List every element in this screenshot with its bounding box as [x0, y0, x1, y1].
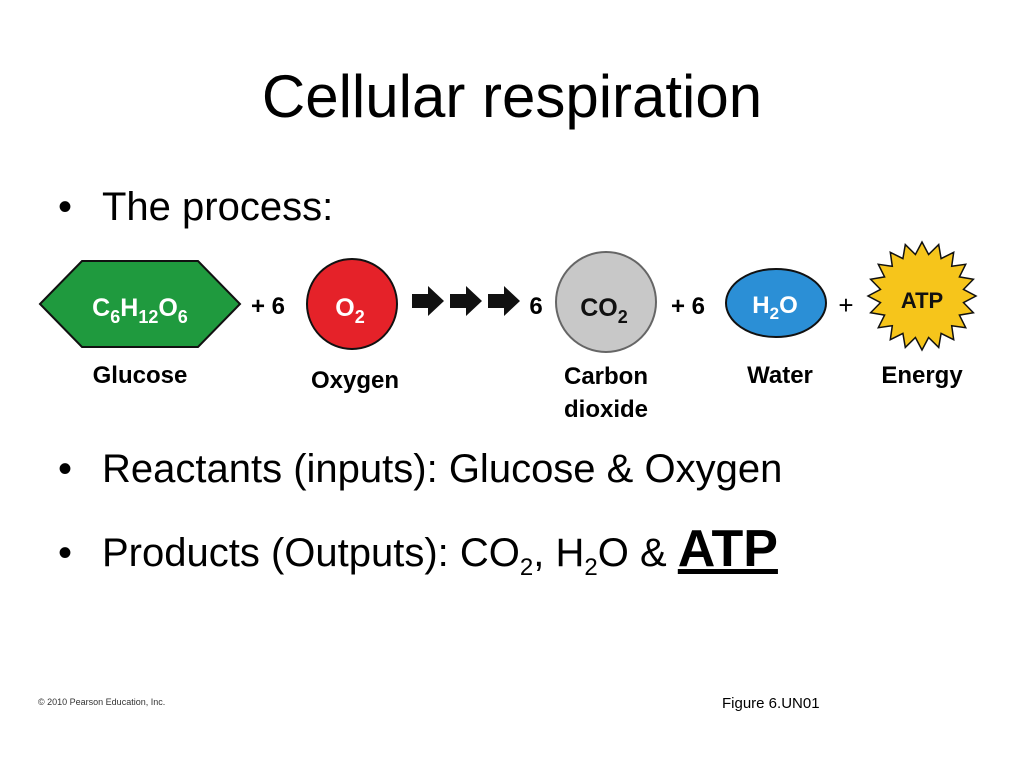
products-atp: ATP [677, 520, 778, 578]
glucose-formula: C6H12O6 [92, 294, 188, 327]
oxygen-formula: O2 [335, 294, 364, 327]
co2-label-line2: dioxide [563, 396, 648, 423]
water-formula: H2O [752, 292, 797, 323]
products-sub-h2o: 2 [584, 554, 598, 581]
water-ellipse [725, 268, 827, 338]
figure-reference: Figure 6.UN01 [722, 695, 820, 712]
energy-label: Energy [881, 362, 963, 389]
products-mid1: , H [533, 531, 585, 575]
glucose-hexagon [38, 260, 242, 348]
products-mid2: O & [597, 531, 678, 575]
atp-label: ATP [901, 288, 943, 313]
bullet-process: • The process: [58, 183, 333, 231]
oxygen-label: Oxygen [310, 367, 400, 394]
bullet-process-text: The process: [102, 185, 334, 229]
co2-formula: CO2 [580, 294, 628, 327]
products-prefix: Products (Outputs): CO [102, 531, 520, 575]
bullet-products: •Products (Outputs): CO2, H2O & ATP [58, 523, 778, 592]
slide-title: Cellular respiration [261, 63, 763, 130]
coefficient-water: + 6 [671, 293, 705, 320]
respiration-equation-diagram: C6H12O6 + 6 O2 6 CO2 + 6 H2O [0, 236, 1024, 436]
water-label: Water [747, 362, 813, 389]
oxygen-circle [306, 258, 398, 350]
copyright-notice: © 2010 Pearson Education, Inc. [38, 697, 166, 707]
atp-starburst [866, 240, 978, 352]
coefficient-oxygen: + 6 [251, 293, 285, 320]
bullet-dot: • [58, 185, 73, 229]
glucose-label: Glucose [92, 362, 188, 389]
right-arrow-icon [488, 286, 520, 316]
bullet-reactants: • Reactants (inputs): Glucose & Oxygen [58, 445, 782, 493]
equation-svg: C6H12O6 + 6 O2 6 CO2 + 6 H2O [38, 240, 978, 353]
right-arrow-icon [412, 286, 444, 316]
bullet-dot: • [58, 531, 73, 575]
co2-circle [555, 251, 657, 353]
co2-label-line1: Carbon [564, 363, 648, 390]
bullet-dot: • [58, 447, 73, 491]
right-arrow-icon [450, 286, 482, 316]
plus-sign: + [838, 290, 853, 320]
coefficient-co2: 6 [529, 293, 542, 320]
bullet-reactants-text: Reactants (inputs): Glucose & Oxygen [102, 447, 783, 491]
products-sub-co2: 2 [519, 554, 534, 581]
